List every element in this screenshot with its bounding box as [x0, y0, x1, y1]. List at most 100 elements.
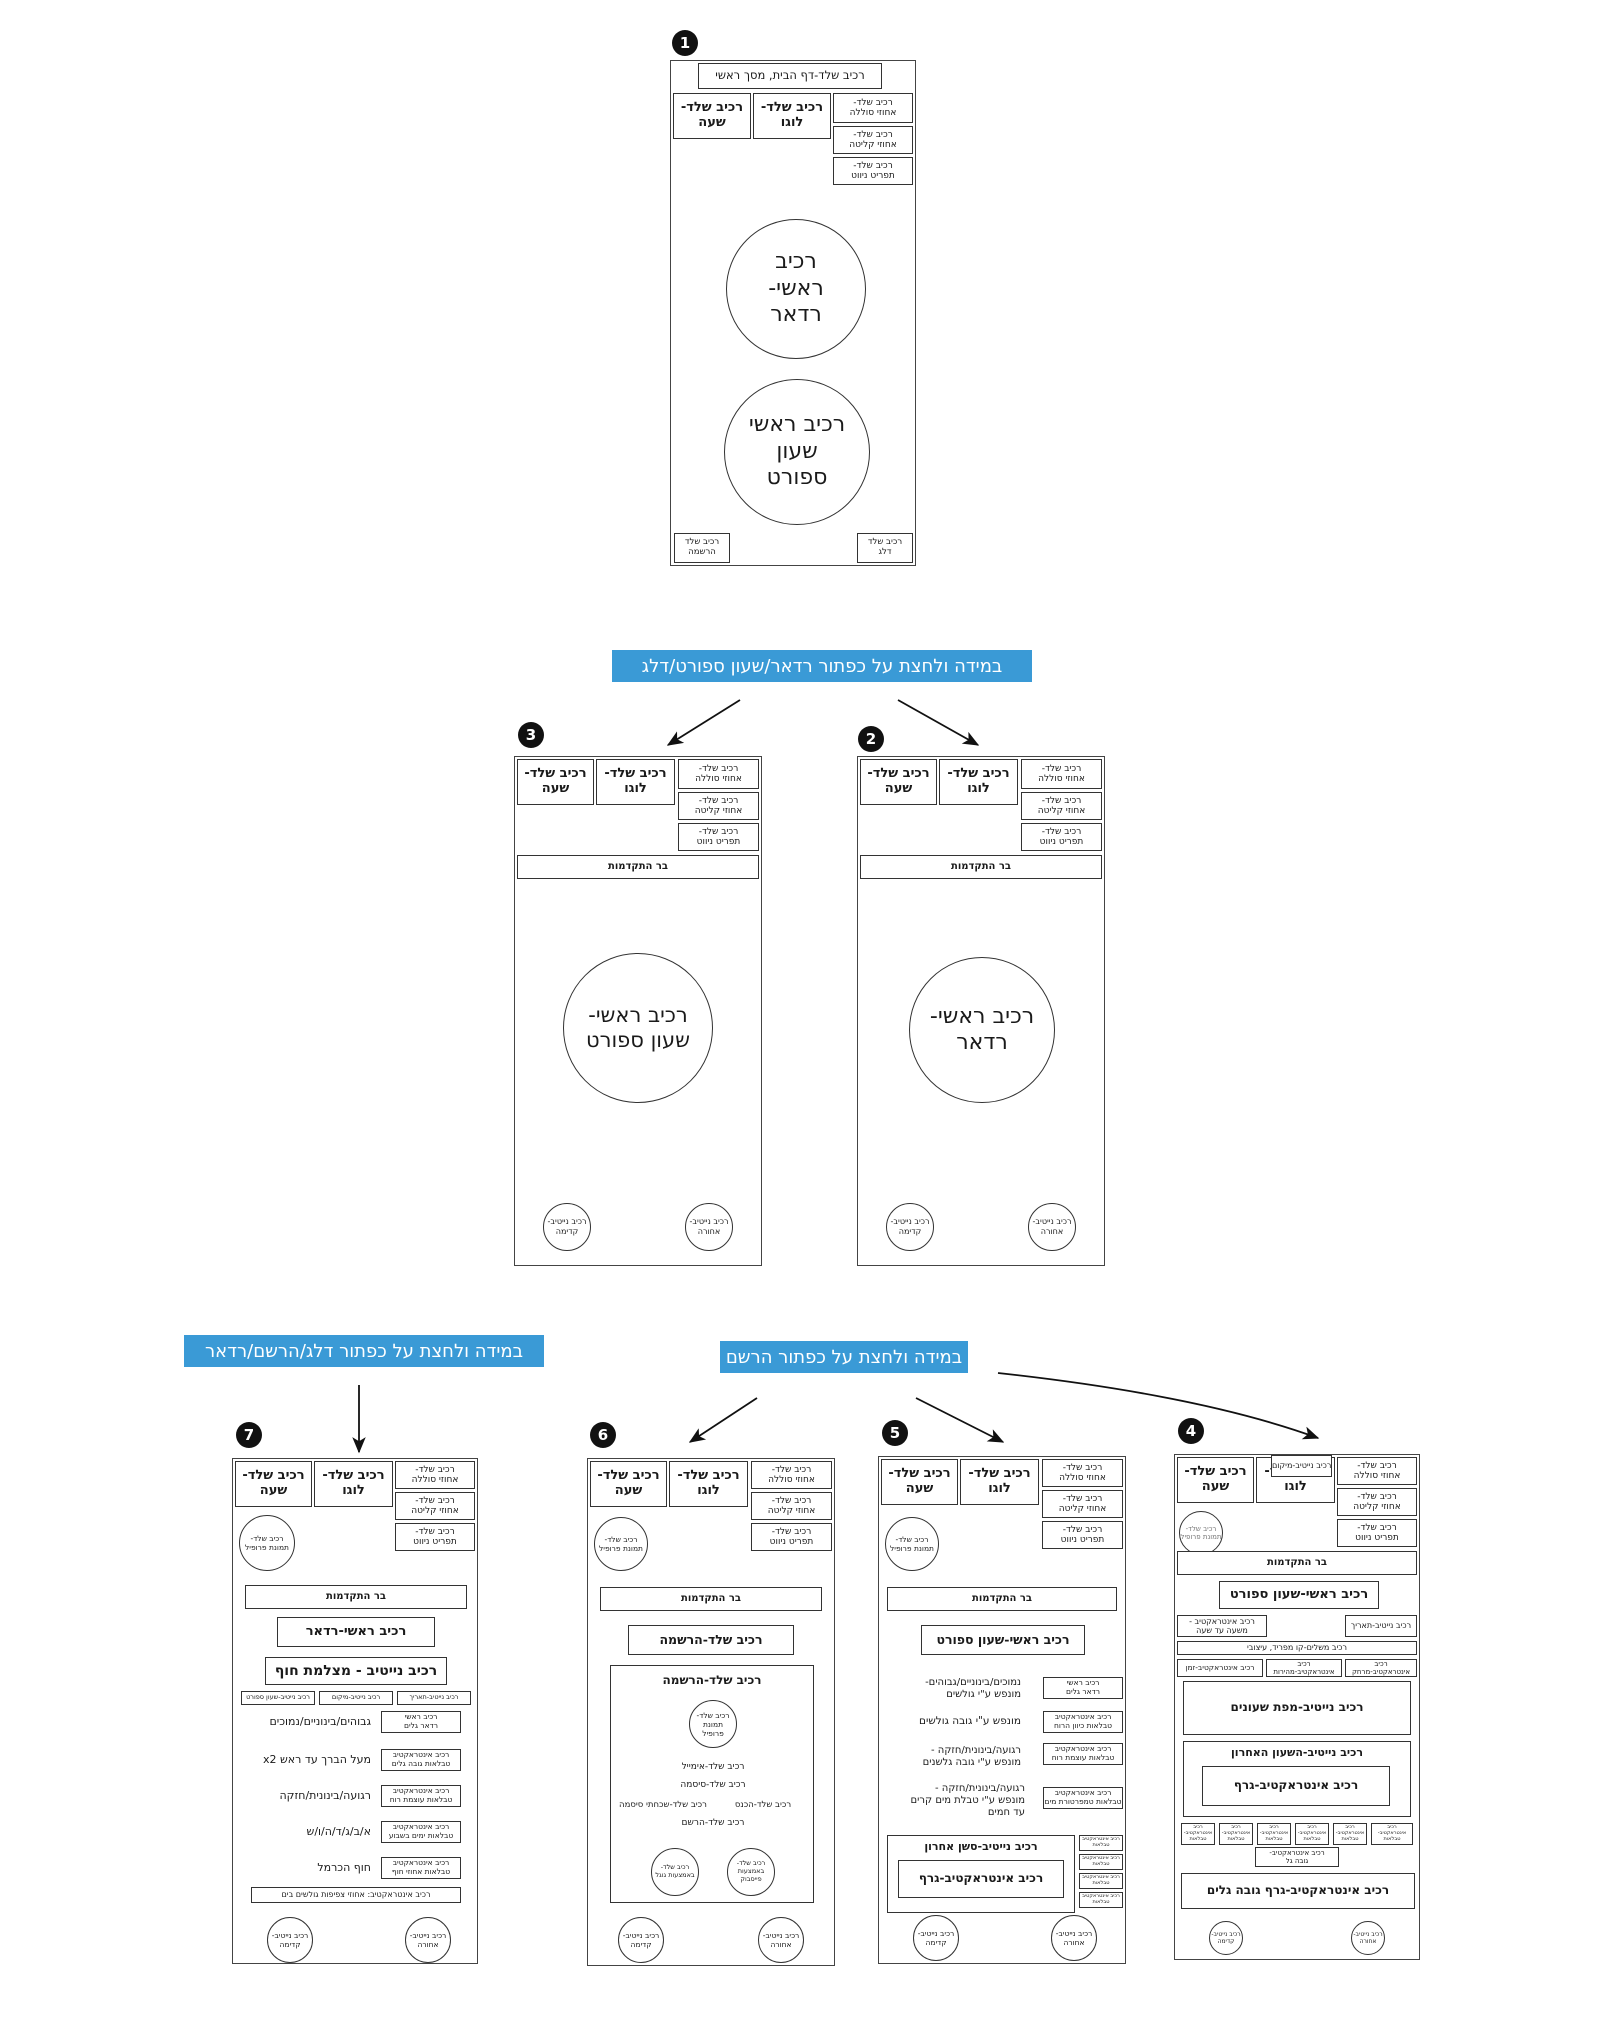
interactive-surfer-density[interactable]: רכיב אינטראקטיב: אחוזי צפיפות גולשים בים — [251, 1887, 461, 1903]
back-button[interactable]: רכיב נייטיב- אחורה — [1051, 1915, 1097, 1961]
screen-number-3: 3 — [518, 722, 544, 748]
small-stat-4[interactable]: רכיב אינטראקטיב- טבלאות — [1295, 1823, 1329, 1845]
nav-menu-component[interactable]: רכיב שלד- תפריט ניווט — [1337, 1519, 1417, 1547]
forward-button[interactable]: רכיב נייטיב- קדימה — [267, 1917, 313, 1963]
battery-component: רכיב שלד- אחוזי סוללה — [1042, 1459, 1123, 1487]
over-head: מעל הברך עד ראש x2 — [262, 1753, 371, 1766]
interactive-time-to-hour[interactable]: רכיב אינטראקטיב - משעה עד שעה — [1177, 1615, 1267, 1637]
native-watches-map: רכיב נייטיב-מפת שעונים — [1183, 1681, 1411, 1735]
complete-divider: רכיב משלים-קו מפריד, עיצובי — [1177, 1641, 1417, 1655]
small-stat-2[interactable]: רכיב אינטראקטיב- טבלאות — [1219, 1823, 1253, 1845]
profile-picture[interactable]: רכיב שלד- תמונת פרופיל — [1179, 1511, 1223, 1555]
interactive-beach[interactable]: רכיב אינטראקטיב טבלאות אחוזי חוף — [381, 1857, 461, 1879]
email-field[interactable]: רכיב שלד-אימייל — [681, 1762, 745, 1772]
water-temperature: רגועה/בינונית/חזקה - מונפש ע"י טבלת מים … — [910, 1783, 1025, 1818]
interactive-speed[interactable]: רכיב אינטראקטיב-מהירות — [1266, 1659, 1342, 1677]
main-sport-clock-title: רכיב ראשי-שעון ספורט — [1219, 1581, 1379, 1609]
reception-component: רכיב שלד- אחוזי קליטה — [1042, 1490, 1123, 1518]
interactive-wave-height[interactable]: רכיב אינטראקטיב טבלאות גובה גלים — [381, 1749, 461, 1771]
tiny-stat-3[interactable]: רכיב אינטראקטיב טבלאות — [1079, 1873, 1123, 1889]
interactive-water-temp[interactable]: רכיב אינטראקטיב טבלאות טמפרטורת מים — [1043, 1787, 1123, 1809]
progress-bar: בר התקדמות — [860, 855, 1102, 879]
register-profile-picture[interactable]: רכיב שלד- תמונת פרופיל — [689, 1700, 737, 1748]
small-stat-3[interactable]: רכיב אינטראקטיב- טבלאות — [1257, 1823, 1291, 1845]
forgot-password-link[interactable]: רכיב שלד-שכחתי סיסמה — [619, 1800, 707, 1810]
back-button[interactable]: רכיב נייטיב- אחורה — [1028, 1203, 1076, 1251]
nav-menu-component[interactable]: רכיב שלד- תפריט ניווט — [395, 1523, 475, 1551]
home-title: רכיב שלד-דף הבית, מסך ראשי — [698, 63, 882, 89]
progress-bar: בר התקדמות — [517, 855, 759, 879]
screen-2-radar: רכיב שלד- שעה רכיב שלד- לוגו רכיב שלד- א… — [857, 756, 1105, 1266]
arrow-to-3 — [666, 699, 741, 746]
skip-button[interactable]: רכיב שלד דלג — [857, 533, 913, 563]
tiny-stat-4[interactable]: רכיב אינטראקטיב טבלאות — [1079, 1892, 1123, 1908]
screen-number-5: 5 — [882, 1420, 908, 1446]
forward-button[interactable]: רכיב נייטיב- קדימה — [543, 1203, 591, 1251]
interactive-graph-waves[interactable]: רכיב אינטראקטיב-גרף גובה גלים — [1181, 1873, 1415, 1909]
main-radar-title: רכיב ראשי-רדאר — [277, 1617, 435, 1647]
back-button[interactable]: רכיב נייטיב- אחורה — [758, 1917, 804, 1963]
login-button[interactable]: רכיב שלד-הכנס — [734, 1800, 792, 1810]
radar-wave-main: רכיב ראשי רדאר גלים — [1043, 1677, 1123, 1699]
reception-component: רכיב שלד- אחוזי קליטה — [1337, 1488, 1417, 1516]
animated-surfers: מונפש ע"י גובה גולשים — [919, 1715, 1021, 1727]
forward-button[interactable]: רכיב נייטיב- קדימה — [913, 1915, 959, 1961]
profile-picture[interactable]: רכיב שלד- תמונת פרופיל — [239, 1515, 295, 1571]
forward-button[interactable]: רכיב נייטיב- קדימה — [886, 1203, 934, 1251]
progress-bar: בר התקדמות — [1177, 1551, 1417, 1575]
profile-picture[interactable]: רכיב שלד- תמונת פרופיל — [594, 1517, 648, 1571]
interactive-wave-height[interactable]: רכיב אינטראקטיב- גובה גל — [1255, 1847, 1339, 1867]
small-stat-6[interactable]: רכיב אינטראקטיב- טבלאות — [1371, 1823, 1413, 1845]
registration-button[interactable]: רכיב שלד הרשמה — [674, 533, 730, 563]
back-button[interactable]: רכיב נייטיב- אחורה — [405, 1917, 451, 1963]
reception-component: רכיב שלד- אחוזי קליטה — [678, 792, 759, 820]
logo-component: רכיב שלד- לוגו — [596, 759, 675, 805]
small-stat-1[interactable]: רכיב אינטראקטיב- טבלאות — [1181, 1823, 1215, 1845]
hour-component: רכיב שלד- שעה — [860, 759, 937, 805]
native-location: רכיב נייטיב-מיקום — [1271, 1455, 1333, 1477]
main-radar-button[interactable]: רכיב ראשי- רדאר — [726, 219, 866, 359]
register-title: רכיב שלד-הרשמה — [628, 1625, 794, 1655]
nav-menu-component[interactable]: רכיב שלד- תפריט ניווט — [678, 823, 759, 851]
main-sport-clock-title: רכיב ראשי-שעון ספורט — [921, 1625, 1085, 1655]
google-login-button[interactable]: רכיב שלד- באמצעות גוגל — [651, 1848, 699, 1896]
reception-component: רכיב שלד- אחוזי קליטה — [833, 126, 913, 154]
signup-button[interactable]: רכיב שלד-הרשם — [681, 1818, 745, 1828]
arrow-to-4 — [997, 1372, 1320, 1440]
nav-menu-component[interactable]: רכיב שלד- תפריט ניווט — [1021, 823, 1102, 851]
screen-3-sport-clock: רכיב שלד- שעה רכיב שלד- לוגו רכיב שלד- א… — [514, 756, 762, 1266]
nav-menu-component[interactable]: רכיב שלד- תפריט ניווט — [751, 1523, 832, 1551]
native-date-small: רכיב נייטיב-תאריך — [397, 1691, 471, 1705]
profile-picture[interactable]: רכיב שלד- תמונת פרופיל — [885, 1517, 939, 1571]
back-button[interactable]: רכיב נייטיב- אחורה — [1351, 1921, 1385, 1955]
register-form: רכיב שלד-הרשמה רכיב שלד- תמונת פרופיל רכ… — [610, 1665, 814, 1903]
tiny-stat-2[interactable]: רכיב אינטראקטיב טבלאות — [1079, 1854, 1123, 1870]
forward-button[interactable]: רכיב נייטיב- קדימה — [618, 1917, 664, 1963]
main-sport-clock-button[interactable]: רכיב ראשי שעון ספורט — [724, 379, 870, 525]
screen-number-4: 4 — [1178, 1418, 1204, 1444]
interactive-wind[interactable]: רכיב אינטראקטיב טבלאות עוצמת רוח — [381, 1785, 461, 1807]
password-field[interactable]: רכיב שלד-סיסמה — [680, 1780, 746, 1790]
battery-component: רכיב שלד- אחוזי סוללה — [1021, 759, 1102, 789]
battery-component: רכיב שלד- אחוזי סוללה — [1337, 1457, 1417, 1485]
logo-component: רכיב שלד- לוגו — [314, 1461, 393, 1507]
interactive-distance[interactable]: רכיב אינטראקטיב-מרחק — [1345, 1659, 1417, 1677]
facebook-login-button[interactable]: רכיב שלד- באמצעות פייסבוק — [727, 1848, 775, 1896]
forward-button[interactable]: רכיב נייטיב- קדימה — [1209, 1921, 1243, 1955]
interactive-wind-direction[interactable]: רכיב אינטראקטיב טבלאות כיוון הרוח — [1043, 1711, 1123, 1733]
nav-menu-component[interactable]: רכיב שלד- תפריט ניווט — [1042, 1521, 1123, 1549]
hour-component: רכיב שלד- שעה — [517, 759, 594, 805]
interactive-graph[interactable]: רכיב אינטראקטיב-גרף — [1202, 1766, 1390, 1806]
interactive-days[interactable]: רכיב אינטראקטיב טבלאות ימים בשבוע — [381, 1821, 461, 1843]
nav-menu-component[interactable]: רכיב שלד- תפריט ניווט — [833, 157, 913, 185]
back-button[interactable]: רכיב נייטיב- אחורה — [685, 1203, 733, 1251]
interactive-graph[interactable]: רכיב אינטראקטיב-גרף — [898, 1860, 1064, 1898]
screen-4-sport-clock-detail: רכיב שלד- שעה רכיב שלד- לוגו רכיב שלד- א… — [1174, 1454, 1420, 1960]
tiny-stat-1[interactable]: רכיב אינטראקטיב טבלאות — [1079, 1835, 1123, 1851]
reception-component: רכיב שלד- אחוזי קליטה — [751, 1492, 832, 1520]
interactive-time[interactable]: רכיב אינטראקטיב-זמן — [1177, 1659, 1263, 1677]
small-stat-5[interactable]: רכיב אינטראקטיב- טבלאות — [1333, 1823, 1367, 1845]
logo-component: רכיב שלד- לוגו — [669, 1461, 748, 1507]
interactive-wind-strength[interactable]: רכיב אינטראקטיב טבלאות עוצמת רוח — [1043, 1743, 1123, 1765]
